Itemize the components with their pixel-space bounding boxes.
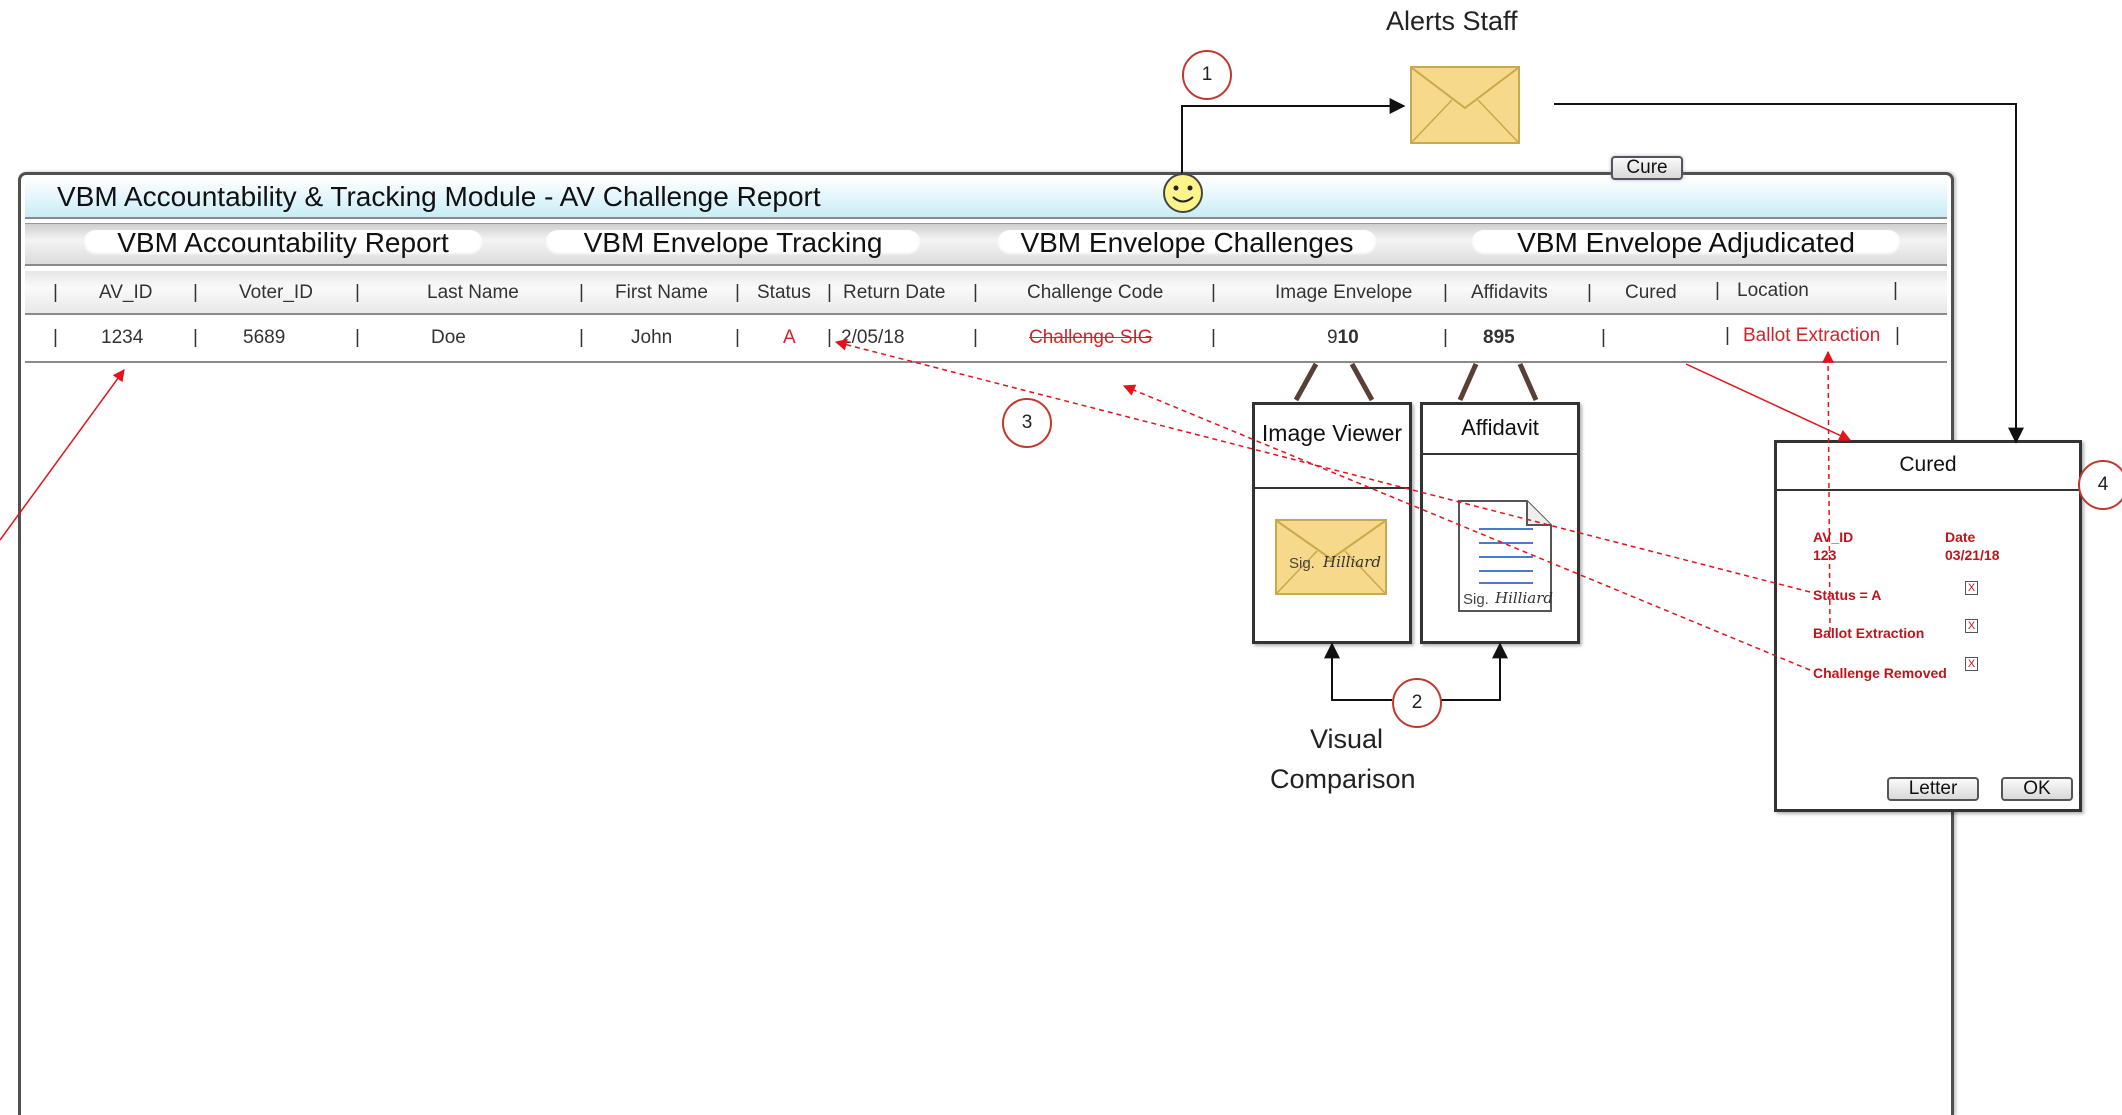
cured-item-status-label: Status = A: [1813, 587, 1882, 603]
column-separator: |: [1725, 325, 1730, 346]
column-header-first-name[interactable]: First Name: [615, 282, 708, 303]
alert-envelope-icon: [1410, 66, 1520, 144]
cell-first-name: John: [631, 327, 673, 348]
column-separator: |: [1587, 282, 1592, 303]
column-separator: |: [1601, 327, 1606, 348]
visual-comparison-line1: Visual: [1310, 724, 1384, 754]
column-separator: |: [579, 327, 584, 348]
column-header-av-id[interactable]: AV_ID: [99, 282, 153, 303]
column-header-cured[interactable]: Cured: [1625, 282, 1677, 303]
column-separator: |: [355, 327, 360, 348]
table-header-row: | AV_ID | Voter_ID | Last Name | First N…: [25, 271, 1947, 315]
envelope-image-icon: Sig. Hilliard: [1275, 519, 1387, 595]
tab-accountability-report[interactable]: VBM Accountability Report: [83, 229, 483, 257]
envelope-signature: Hilliard: [1323, 553, 1381, 571]
column-header-image-envelope[interactable]: Image Envelope: [1275, 282, 1413, 303]
cured-item-challenge-removed-label: Challenge Removed: [1813, 665, 1947, 681]
column-separator: |: [193, 327, 198, 348]
column-separator: |: [1893, 280, 1898, 301]
cell-affidavits: 895: [1483, 327, 1515, 348]
cured-date-value: 03/21/18: [1945, 547, 2000, 563]
column-header-location[interactable]: Location: [1737, 280, 1809, 301]
column-separator: |: [1211, 282, 1216, 303]
cell-return-date: 2/05/18: [841, 327, 905, 348]
cured-item-challenge-removed-checkbox[interactable]: X: [1965, 657, 1978, 671]
window-title-bar: VBM Accountability & Tracking Module - A…: [25, 177, 1947, 219]
column-header-voter-id[interactable]: Voter_ID: [239, 282, 313, 303]
callout-4: 4: [2078, 460, 2122, 510]
column-separator: |: [1715, 280, 1720, 301]
column-separator: |: [827, 282, 832, 303]
column-header-status[interactable]: Status: [757, 282, 811, 303]
cell-last-name: Doe: [431, 327, 466, 348]
image-envelope-digit: 9: [1327, 327, 1338, 348]
column-header-return-date[interactable]: Return Date: [843, 282, 946, 303]
column-separator: |: [973, 327, 978, 348]
cured-item-ballot-extraction-label: Ballot Extraction: [1813, 625, 1925, 641]
cure-button[interactable]: Cure: [1611, 156, 1683, 180]
affidavit-sig-label: Sig.: [1463, 591, 1489, 608]
affidavit-title: Affidavit: [1461, 415, 1539, 440]
cell-challenge-code: Challenge SIG: [1029, 327, 1153, 348]
callout-2: 2: [1392, 678, 1442, 728]
image-envelope-digits-bold: 10: [1337, 327, 1359, 348]
cured-av-id-value: 123: [1813, 547, 1837, 563]
column-separator: |: [579, 282, 584, 303]
image-viewer-panel[interactable]: Image Viewer Sig. Hilliard: [1252, 402, 1412, 644]
cured-item-ballot-extraction-checkbox[interactable]: X: [1965, 619, 1978, 633]
affidavit-signature: Hilliard: [1495, 589, 1553, 607]
alerts-staff-label: Alerts Staff: [1386, 6, 1518, 36]
cell-image-envelope: 910: [1327, 327, 1359, 349]
cell-location: Ballot Extraction: [1743, 325, 1881, 346]
tab-envelope-tracking[interactable]: VBM Envelope Tracking: [545, 229, 921, 257]
callout-3: 3: [1002, 398, 1052, 448]
column-separator: |: [53, 327, 58, 348]
column-header-affidavits[interactable]: Affidavits: [1471, 282, 1548, 303]
vbm-tracking-window: VBM Accountability & Tracking Module - A…: [18, 172, 1954, 1115]
window-title: VBM Accountability & Tracking Module - A…: [57, 181, 821, 212]
column-separator: |: [973, 282, 978, 303]
letter-button[interactable]: Letter: [1887, 777, 1979, 801]
cell-status: A: [783, 327, 796, 348]
column-separator: |: [1443, 282, 1448, 303]
cured-dialog[interactable]: Cured AV_ID 123 Date 03/21/18 Status = A…: [1774, 440, 2082, 812]
column-separator: |: [1443, 327, 1448, 348]
image-viewer-title: Image Viewer: [1261, 420, 1403, 446]
visual-comparison-line2: Comparison: [1270, 764, 1416, 794]
cured-date-label: Date: [1945, 529, 1976, 545]
column-separator: |: [735, 282, 740, 303]
tab-envelope-adjudicated[interactable]: VBM Envelope Adjudicated: [1471, 229, 1901, 257]
column-separator: |: [1895, 325, 1900, 346]
cured-item-status-checkbox[interactable]: X: [1965, 581, 1978, 595]
alert-connector: [1181, 98, 1406, 174]
column-header-challenge-code[interactable]: Challenge Code: [1027, 282, 1164, 303]
smiley-icon: [1163, 173, 1203, 213]
column-separator: |: [735, 327, 740, 348]
cell-voter-id: 5689: [243, 327, 286, 348]
cured-av-id-label: AV_ID: [1813, 529, 1854, 545]
column-separator: |: [53, 282, 58, 303]
column-separator: |: [193, 282, 198, 303]
column-separator: |: [355, 282, 360, 303]
tab-envelope-challenges[interactable]: VBM Envelope Challenges: [997, 229, 1377, 257]
column-separator: |: [827, 327, 832, 348]
affidavit-panel[interactable]: Affidavit Sig. Hilliard: [1420, 402, 1580, 644]
column-header-last-name[interactable]: Last Name: [427, 282, 519, 303]
envelope-sig-label: Sig.: [1289, 555, 1315, 572]
table-row[interactable]: | 1234 | 5689 | Doe | John | A | 2/05/18…: [25, 317, 1947, 363]
callout-1: 1: [1182, 50, 1232, 100]
cured-dialog-title: Cured: [1899, 453, 1957, 476]
module-tab-bar: VBM Accountability Report VBM Envelope T…: [25, 223, 1947, 266]
ok-button[interactable]: OK: [2001, 777, 2073, 801]
cell-av-id: 1234: [101, 327, 144, 348]
column-separator: |: [1211, 327, 1216, 348]
